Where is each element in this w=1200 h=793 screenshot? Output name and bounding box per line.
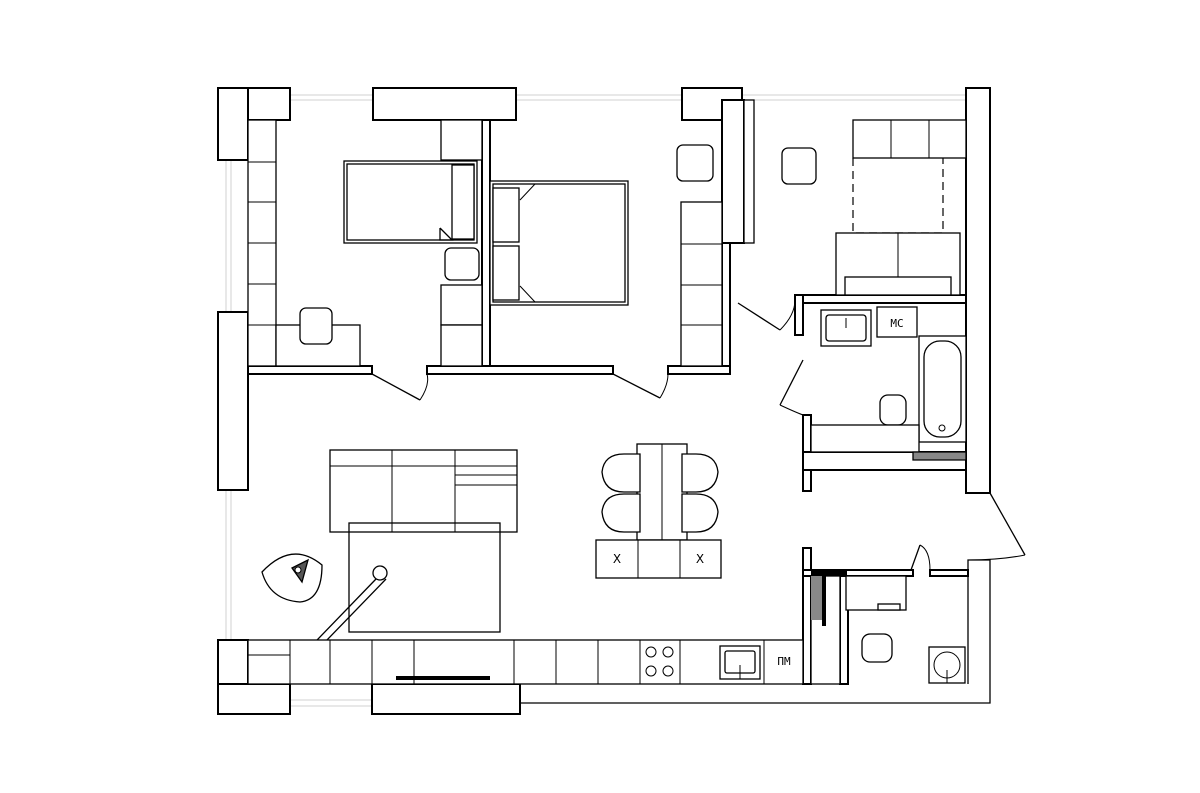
rug-icon	[348, 522, 501, 633]
cooktop-icon	[645, 646, 674, 677]
living-room: Х Х	[261, 443, 722, 673]
washing-machine	[876, 306, 918, 338]
right-bedroom	[743, 99, 967, 296]
desk-chair-icon	[299, 307, 333, 345]
exterior-walls	[217, 87, 991, 715]
dining-chair-icon	[601, 493, 641, 533]
dining-bench	[595, 539, 722, 579]
washing-machine-label: МС	[890, 317, 903, 330]
armchair-icon	[676, 144, 714, 182]
wc	[810, 570, 966, 685]
lounge-chair-icon	[261, 553, 323, 603]
bathroom: МС	[810, 306, 967, 461]
dining-chair-left-label: Х	[613, 552, 621, 566]
range-hood	[396, 676, 490, 680]
nightstand-icon	[444, 247, 480, 281]
kitchen: ПМ	[247, 639, 804, 685]
dining-chair-right-label: Х	[696, 552, 704, 566]
dining-chair-icon	[681, 493, 719, 533]
middle-bedroom	[489, 144, 723, 367]
desk-chair-icon	[781, 147, 817, 185]
doors	[285, 299, 1026, 681]
wc-toilet-icon	[861, 633, 893, 663]
dining-chair-icon	[681, 453, 719, 493]
floor-lamp-icon	[372, 565, 388, 581]
left-bedroom	[247, 119, 483, 367]
sofa-icon	[329, 449, 518, 533]
dishwasher-label: ПМ	[777, 655, 791, 668]
window-glazing	[225, 94, 970, 707]
dining-chair-icon	[601, 453, 641, 493]
toilet-icon	[879, 394, 907, 426]
